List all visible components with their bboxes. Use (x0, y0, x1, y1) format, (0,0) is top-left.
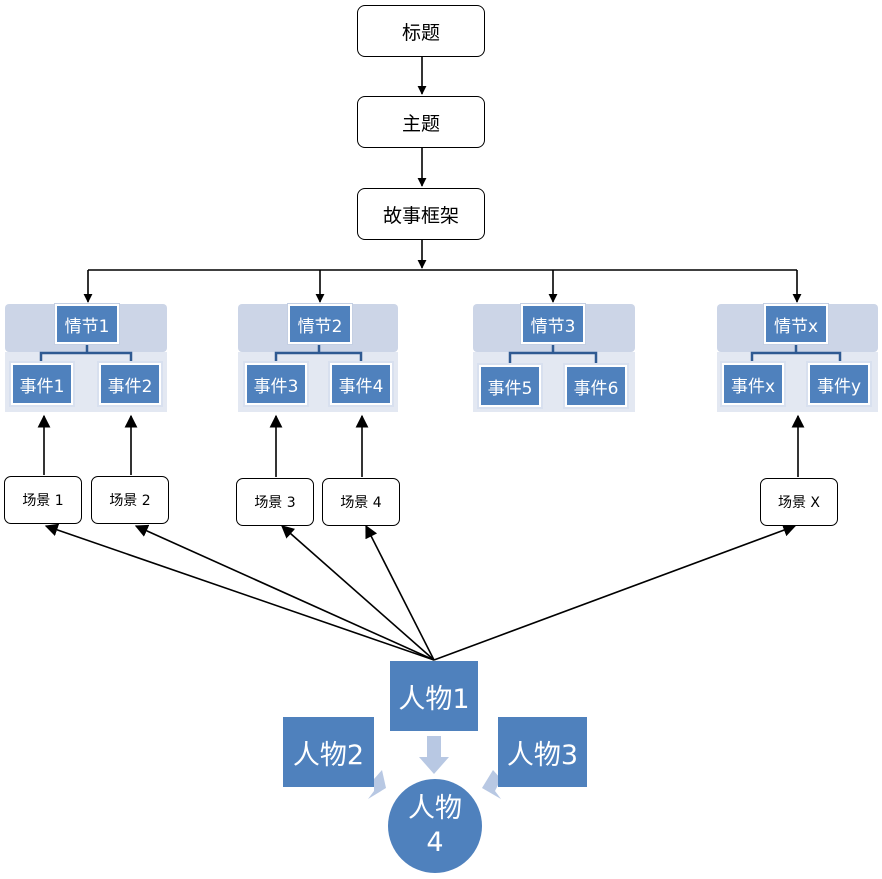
event-4-box: 事件4 (330, 363, 392, 405)
plot-2-box: 情节2 (288, 304, 352, 344)
theme-box: 主题 (357, 96, 485, 148)
theme-box-label: 主题 (401, 112, 440, 135)
scene-3-label: 场景 3 (254, 495, 296, 511)
scene-x-box: 场景 X (760, 478, 838, 526)
plot-3-box: 情节3 (521, 304, 585, 344)
plot-x-label: 情节x (773, 316, 819, 337)
event-2-label: 事件2 (107, 376, 153, 397)
event-y-label: 事件y (816, 376, 862, 397)
plot-1-label: 情节1 (64, 316, 110, 337)
character-4-label-line1: 人物 (408, 793, 462, 824)
scene-1-label: 场景 1 (22, 493, 64, 509)
character-1-label: 人物1 (398, 683, 470, 715)
event-6-box: 事件6 (565, 365, 627, 407)
event-x-box: 事件x (722, 363, 784, 405)
event-y-box: 事件y (808, 363, 870, 405)
event-4-label: 事件4 (338, 376, 384, 397)
character-4-circle: 人物 4 (388, 779, 482, 873)
scene-2-box: 场景 2 (91, 476, 169, 524)
event-x-label: 事件x (730, 376, 776, 397)
plot-2-label: 情节2 (297, 316, 343, 337)
character-3-label: 人物3 (506, 739, 579, 771)
scene-x-label: 场景 X (777, 495, 821, 511)
plot-3-label: 情节3 (530, 316, 576, 337)
event-1-label: 事件1 (19, 376, 65, 397)
plot-x-box: 情节x (764, 304, 828, 344)
event-2-box: 事件2 (99, 363, 161, 405)
scene-2-label: 场景 2 (109, 493, 151, 509)
plot-1-box: 情节1 (55, 304, 119, 344)
event-3-box: 事件3 (245, 363, 307, 405)
title-box: 标题 (357, 5, 485, 57)
scene-4-box: 场景 4 (322, 478, 400, 526)
scene-3-box: 场景 3 (236, 478, 314, 526)
title-box-label: 标题 (401, 21, 440, 44)
event-1-box: 事件1 (11, 363, 73, 405)
event-5-label: 事件5 (487, 378, 533, 399)
character-2-label: 人物2 (292, 739, 365, 771)
character-3-box: 人物3 (498, 717, 587, 787)
character-4-label-line2: 4 (426, 827, 444, 858)
character-2-box: 人物2 (283, 717, 374, 787)
event-6-label: 事件6 (573, 378, 619, 399)
event-5-box: 事件5 (479, 365, 541, 407)
story-framework-label: 故事框架 (382, 204, 459, 227)
scene-4-label: 场景 4 (340, 495, 382, 511)
scene-1-box: 场景 1 (4, 476, 82, 524)
event-3-label: 事件3 (253, 376, 299, 397)
character-1-box: 人物1 (390, 661, 478, 731)
story-framework-box: 故事框架 (357, 188, 485, 240)
